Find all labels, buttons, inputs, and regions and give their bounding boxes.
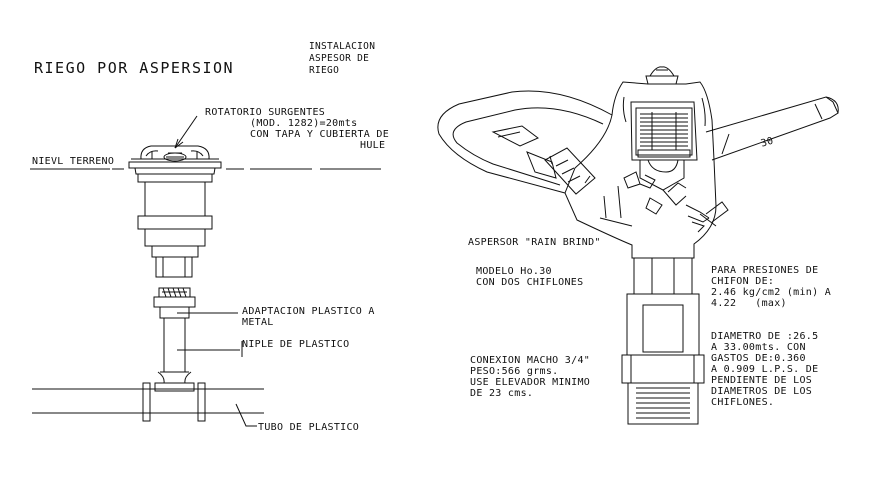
install-label-line: ASPESOR DE	[309, 53, 370, 64]
rotor-sprinkler-head	[129, 146, 221, 277]
model-label-line: CON DOS CHIFLONES	[476, 277, 584, 288]
pipe-label: TUBO DE PLASTICO	[258, 422, 360, 433]
connection-label-line: DE 23 cms.	[470, 388, 534, 399]
pressure-label-line: PARA PRESIONES DE	[711, 265, 819, 276]
rotor-label-line: CON TAPA Y CUBIERTA DE	[250, 129, 390, 140]
plastic-nipple	[158, 307, 191, 383]
pressure-label-line: 4.22 (max)	[711, 298, 787, 309]
model-label-line: MODELO Ho.30	[476, 266, 552, 277]
ground-label: NIEVL TERRENO	[32, 156, 115, 167]
install-label-line: RIEGO	[309, 65, 340, 76]
diameter-label-line: PENDIENTE DE LOS	[711, 375, 813, 386]
diameter-label-line: GASTOS DE:0.360	[711, 353, 806, 364]
connection-label-line: PESO:566 grms.	[470, 366, 559, 377]
diameter-label-line: DIAMETROS DE LOS	[711, 386, 813, 397]
plastic-pipe	[32, 383, 264, 421]
sprinkler-label: ASPERSOR "RAIN BRIND"	[468, 237, 601, 248]
plastic-metal-adapter	[154, 288, 195, 307]
install-label-line: INSTALACION	[309, 41, 376, 52]
nipple-label: NIPLE DE PLASTICO	[242, 339, 350, 350]
connection-label-line: CONEXION MACHO 3/4"	[470, 355, 591, 366]
pressure-label-line: 2.46 kg/cm2 (min) A	[711, 287, 832, 298]
adapter-label-line: METAL	[242, 317, 274, 328]
rotor-label-line: HULE	[360, 140, 386, 151]
impact-sprinkler	[438, 67, 838, 424]
rotor-label-line: ROTATORIO SURGENTES	[205, 107, 326, 118]
adapter-label-line: ADAPTACION PLASTICO A	[242, 306, 375, 317]
left-leaders	[175, 116, 257, 426]
drawing-title: RIEGO POR ASPERSION	[34, 59, 235, 77]
diameter-label-line: A 0.909 L.P.S. DE	[711, 364, 819, 375]
diameter-label-line: A 33.00mts. CON	[711, 342, 806, 353]
rotor-label-line: (MOD. 1282)=20mts	[250, 118, 358, 129]
diameter-label-line: CHIFLONES.	[711, 397, 775, 408]
pressure-label-line: CHIFON DE:	[711, 276, 775, 287]
diameter-label-line: DIAMETRO DE :26.5	[711, 331, 819, 342]
connection-label-line: USE ELEVADOR MINIMO	[470, 377, 591, 388]
